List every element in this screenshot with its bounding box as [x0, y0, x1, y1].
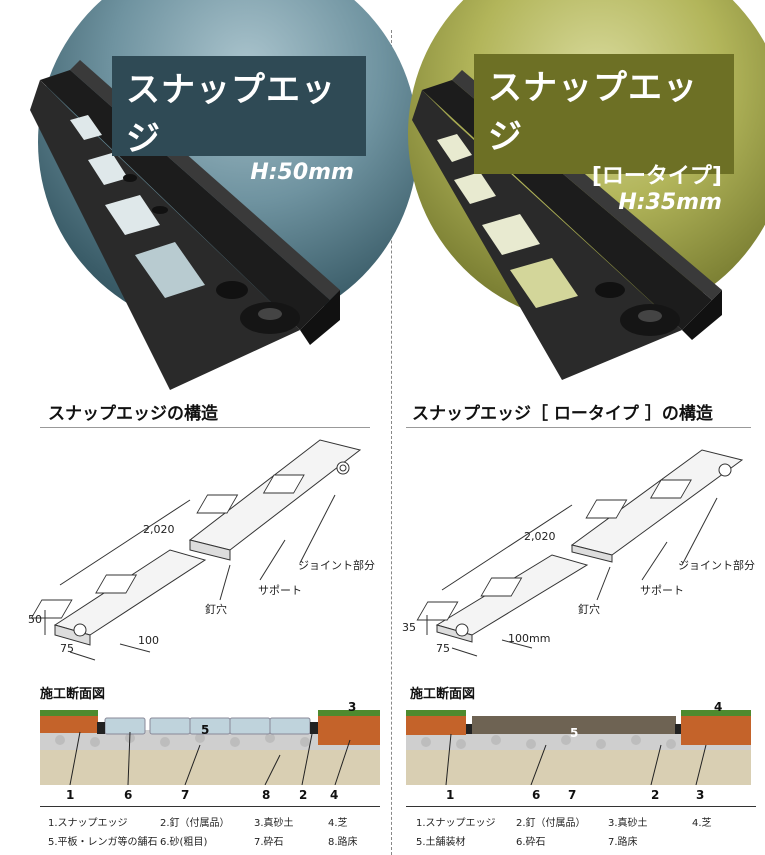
height-label: H:50mm: [250, 160, 354, 185]
legend-item: 2.釘（付属品）: [516, 818, 586, 829]
product-name: スナップエッジ: [488, 68, 698, 157]
height-label: H:35mm: [618, 190, 722, 215]
cross-section-diagram: [406, 710, 751, 785]
cs-label-3: 3: [696, 788, 705, 802]
support-callout: サポート: [258, 584, 302, 597]
cs-label-3: 4: [330, 788, 339, 802]
panel-divider: [391, 30, 392, 855]
legend-item: 4.芝: [692, 818, 712, 829]
nail-hole-callout: 釘穴: [205, 603, 227, 616]
type-label: [ロータイプ]: [591, 164, 722, 189]
structure-diagram: [416, 449, 744, 657]
legend-item: 5.土舗装材: [416, 837, 466, 848]
legend-item: 5.平板・レンガ等の舗石: [48, 837, 158, 848]
product-badge: スナップエッジ [ロータイプ] H:35mm: [474, 54, 734, 215]
product-name: スナップエッジ: [126, 70, 336, 159]
cross-section-title: 施工断面図: [410, 687, 476, 702]
structure-rule: [406, 427, 751, 428]
cross-section-title: 施工断面図: [40, 687, 106, 702]
legend-item: 2.釘（付属品）: [160, 818, 230, 829]
legend-item: 7.砕石: [254, 837, 284, 848]
legend-item: 7.路床: [608, 837, 638, 848]
legend-item: 3.真砂土: [254, 818, 294, 829]
legend-item: 6.砕石: [516, 837, 546, 848]
legend-rule: [406, 806, 756, 807]
cs-label-1: 1: [446, 788, 455, 802]
legend-item: 8.路床: [328, 837, 358, 848]
legend-item: 1.スナップエッジ: [48, 818, 128, 829]
cs-label-6: 6: [124, 788, 133, 802]
height-dimension: 35: [402, 621, 416, 634]
height-dimension: 50: [28, 613, 42, 626]
product-badge: スナップエッジ H:50mm: [112, 56, 366, 185]
cs-label-4: 4: [714, 700, 723, 714]
cs-label-6: 6: [532, 788, 541, 802]
length-dimension: 2,020: [143, 523, 175, 536]
cs-label-5: 5: [201, 723, 210, 737]
length-dimension: 2,020: [524, 530, 556, 543]
legend-item: 4.芝: [328, 818, 348, 829]
cs-label-8: 8: [262, 788, 271, 802]
legend-item: 1.スナップエッジ: [416, 818, 496, 829]
legend-item: 3.真砂土: [608, 818, 648, 829]
structure-title: スナップエッジの構造: [48, 404, 218, 424]
width-dimension: 75: [436, 642, 450, 655]
nail-hole-callout: 釘穴: [578, 603, 600, 616]
cs-label-7: 7: [181, 788, 190, 802]
cs-label-5: 5: [570, 726, 579, 740]
spacing-dimension: 100: [138, 634, 159, 647]
cs-label-1: 1: [66, 788, 75, 802]
standard-panel: スナップエッジ H:50mm スナップエッジの構造: [28, 0, 418, 848]
cs-label-2: 2: [299, 788, 308, 802]
joint-callout: ジョイント部分: [678, 559, 755, 572]
spacing-dimension: 100mm: [508, 632, 551, 645]
width-dimension: 75: [60, 642, 74, 655]
structure-diagram: [30, 439, 362, 661]
cs-label-2: 2: [651, 788, 660, 802]
joint-callout: ジョイント部分: [298, 559, 375, 572]
cs-label-4: 3: [348, 700, 357, 714]
cross-section-diagram: [40, 710, 380, 785]
structure-rule: [40, 427, 370, 428]
legend-rule: [40, 806, 380, 807]
support-callout: サポート: [640, 584, 684, 597]
low-type-panel: スナップエッジ [ロータイプ] H:35mm スナップエッジ［ ロータイプ ］の…: [392, 0, 765, 855]
legend-item: 6.砂(粗目): [160, 837, 208, 848]
structure-title: スナップエッジ［ ロータイプ ］の構造: [412, 404, 713, 424]
cs-label-7: 7: [568, 788, 577, 802]
